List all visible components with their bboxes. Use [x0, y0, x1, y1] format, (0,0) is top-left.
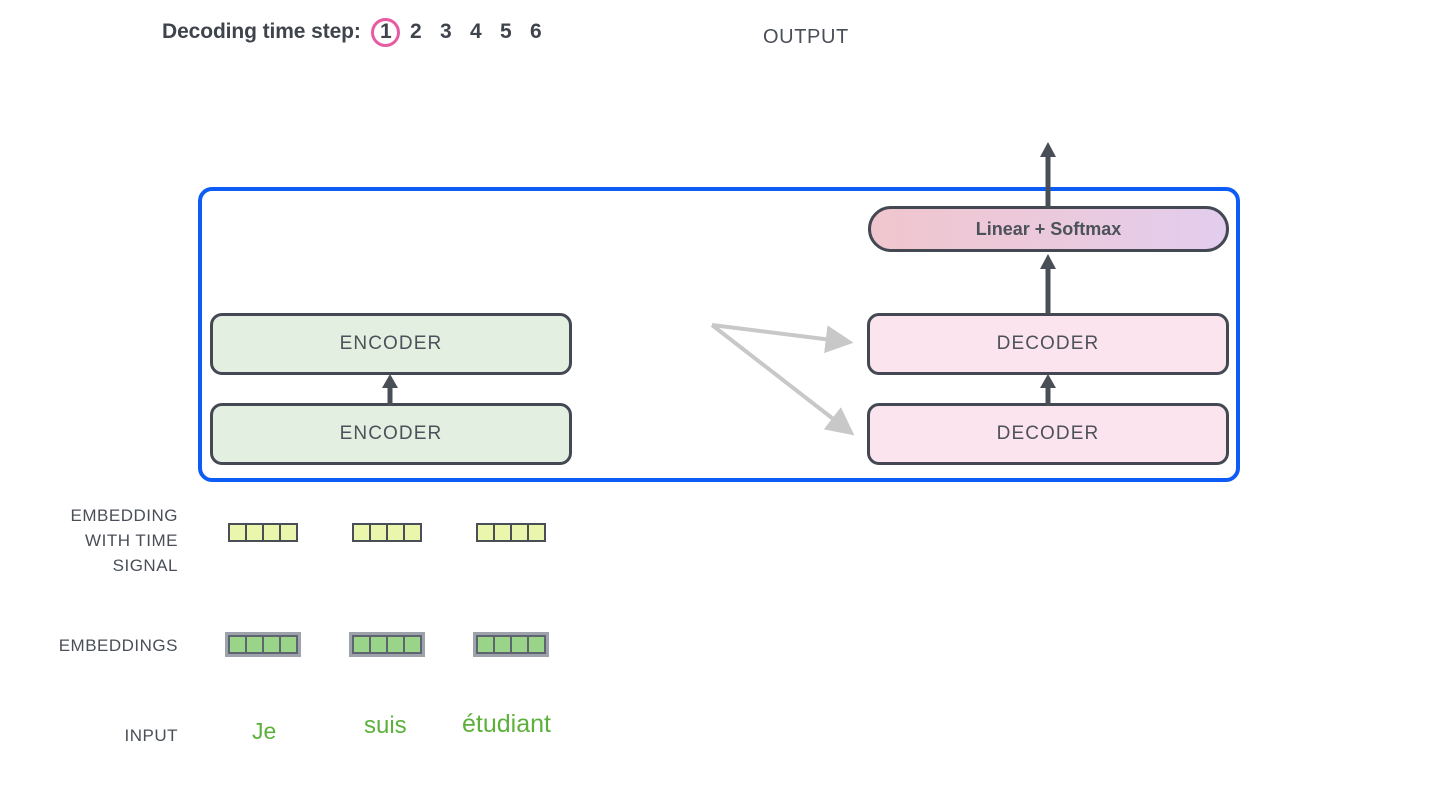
embedding-cell — [403, 635, 422, 654]
decoder-bottom-label: DECODER — [996, 423, 1100, 444]
encoder-to-decoder-arrows-icon — [700, 310, 880, 450]
transformer-model-container — [198, 187, 1240, 482]
embedding-with-time-signal-line-1: EMBEDDING — [70, 506, 178, 525]
encoder-stack-arrow-icon — [377, 374, 403, 406]
time-step-6[interactable]: 6 — [529, 20, 542, 43]
embedding-with-time-signal-label: EMBEDDING WITH TIME SIGNAL — [0, 503, 178, 578]
embedding-cell — [279, 635, 298, 654]
time-step-3[interactable]: 3 — [439, 20, 452, 43]
embedding-with-time-signal-line-3: SIGNAL — [112, 556, 178, 575]
output-arrow-icon — [1035, 142, 1061, 208]
embeddings-label: EMBEDDINGS — [58, 636, 178, 655]
time-step-5[interactable]: 5 — [499, 20, 512, 43]
linear-softmax-box[interactable]: Linear + Softmax — [868, 206, 1229, 252]
input-word-1: Je — [252, 718, 277, 744]
time-step-2[interactable]: 2 — [409, 20, 422, 43]
time-signal-block-1 — [228, 523, 298, 542]
embedding-block-3 — [473, 632, 549, 657]
input-word-2: suis — [364, 712, 407, 739]
time-step-1[interactable]: 1 — [371, 17, 401, 47]
embedding-block-2 — [349, 632, 425, 657]
time-signal-cell — [279, 523, 298, 542]
output-label: OUTPUT — [763, 26, 849, 48]
embedding-block-1 — [225, 632, 301, 657]
encoder-top-label: ENCODER — [339, 333, 443, 354]
time-signal-block-2 — [352, 523, 422, 542]
decoder-box-top[interactable]: DECODER — [867, 313, 1229, 375]
embedding-cell — [527, 635, 546, 654]
decoder-stack-arrow-icon — [1035, 374, 1061, 406]
input-label: INPUT — [124, 726, 178, 745]
time-step-1-value: 1 — [379, 20, 392, 43]
encoder-bottom-label: ENCODER — [339, 423, 443, 444]
time-signal-cell — [527, 523, 546, 542]
decoder-top-label: DECODER — [996, 333, 1100, 354]
decoding-time-step-row: Decoding time step: 1 2 3 4 5 6 — [162, 17, 551, 47]
time-step-4[interactable]: 4 — [469, 20, 482, 43]
input-word-3: étudiant — [462, 710, 551, 738]
decoder-to-linear-arrow-icon — [1035, 254, 1061, 314]
decoder-box-bottom[interactable]: DECODER — [867, 403, 1229, 465]
embedding-with-time-signal-line-2: WITH TIME — [85, 531, 178, 550]
time-signal-cell — [403, 523, 422, 542]
encoder-box-bottom[interactable]: ENCODER — [210, 403, 572, 465]
linear-softmax-label: Linear + Softmax — [975, 218, 1122, 239]
encoder-box-top[interactable]: ENCODER — [210, 313, 572, 375]
time-signal-block-3 — [476, 523, 546, 542]
decoding-time-step-label: Decoding time step: — [162, 20, 361, 43]
